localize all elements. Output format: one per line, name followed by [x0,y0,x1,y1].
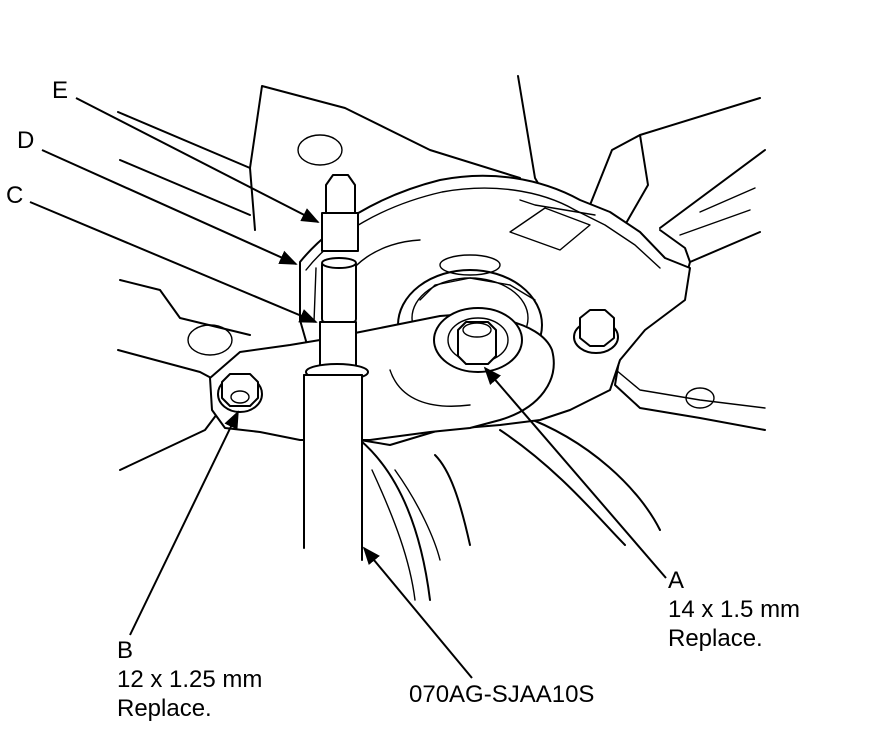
mount-arm-plate [209,307,555,441]
body-frame-panel [117,75,766,601]
callout-b-note: Replace. [117,695,212,722]
callout-a: A 14 x 1.5 mm Replace. [668,566,800,653]
tool-part-number: 070AG-SJAA10S [409,681,595,708]
callout-b-letter: B [117,637,134,664]
callout-a-note: Replace. [668,625,763,652]
callout-c-label: C [6,182,24,209]
alignment-pin-tool [300,174,369,561]
leader-lines [29,97,667,679]
leader-c [29,201,318,323]
callout-a-letter: A [668,567,685,594]
leader-tool [362,546,473,679]
callout-d-label: D [17,127,35,154]
callout-b: B 12 x 1.25 mm Replace. [117,636,262,723]
leader-a [483,366,667,579]
callout-a-size: 14 x 1.5 mm [668,596,801,623]
callout-b-size: 12 x 1.25 mm [117,666,263,693]
leader-d [41,149,298,265]
leader-b [129,410,239,636]
callout-e-label: E [52,77,69,104]
leader-e [75,97,320,223]
